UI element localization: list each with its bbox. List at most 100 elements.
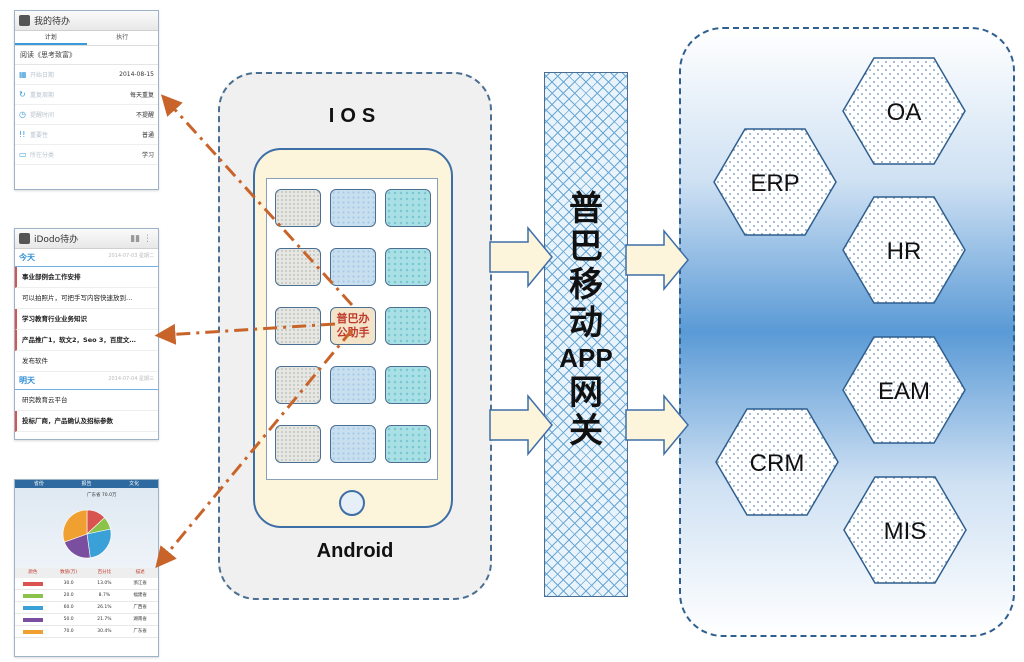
todo-titlebar: 我的待办	[15, 11, 158, 31]
system-label: MIS	[884, 518, 927, 545]
todo-row[interactable]: !!重要性普通	[15, 125, 158, 145]
todo-row[interactable]: ▭所在分类学习	[15, 145, 158, 165]
app-icon-label: 普巴办	[336, 312, 370, 325]
idodo-titlebar: iDodo待办 ▮▮ ⋮	[15, 229, 158, 249]
list-item[interactable]: 投标厂商，产品确认及招标参数	[15, 411, 158, 432]
table-cell: 21.7%	[97, 617, 112, 622]
system-hexagon-oa: OA	[842, 57, 966, 165]
list-item[interactable]: 学习教育行业业务知识	[15, 309, 158, 330]
system-label: ERP	[750, 170, 799, 197]
color-swatch	[15, 626, 51, 637]
table-cell: 浙江省	[133, 581, 147, 586]
system-label: HR	[887, 238, 922, 265]
tab-culture[interactable]: 文化	[129, 481, 140, 487]
gateway-label-char: 普	[569, 189, 603, 229]
gateway-label-char: 关	[569, 411, 603, 451]
todo-subject: 阅读《思考致富》	[15, 46, 158, 65]
home-button[interactable]	[339, 490, 365, 516]
system-hexagon-eam: EAM	[842, 336, 966, 444]
system-label: EAM	[878, 378, 930, 405]
table-cell: 70.0	[63, 629, 74, 634]
color-swatch	[15, 578, 51, 589]
block-arrow-device-gateway-bottom	[489, 393, 553, 457]
pie-chart	[62, 509, 112, 559]
calendar-icon: ▦	[19, 69, 27, 79]
app-tile[interactable]	[330, 189, 376, 227]
android-label: Android	[316, 540, 394, 562]
app-tile[interactable]	[330, 425, 376, 463]
table-cell: 50.0	[63, 617, 74, 622]
arrow-to-todo	[160, 94, 354, 307]
report-table-header: 颜色 数值(万) 百分比 描述	[15, 568, 158, 578]
idodo-title: iDodo待办	[34, 235, 79, 245]
app-tile[interactable]	[275, 189, 321, 227]
app-tile[interactable]	[275, 425, 321, 463]
ios-label: IOS	[328, 105, 382, 127]
app-tile[interactable]	[330, 366, 376, 404]
app-icon	[19, 233, 30, 244]
list-item[interactable]: 研究教育云平台	[15, 390, 158, 411]
tab-province[interactable]: 省份	[33, 481, 44, 487]
pie-slice	[62, 509, 88, 543]
report-tabs: 省份 报告 文化	[15, 480, 158, 488]
gateway-label-char: APP	[559, 343, 613, 373]
system-hexagon-erp: ERP	[713, 128, 837, 236]
table-cell: 30.4%	[97, 629, 112, 634]
system-hexagon-mis: MIS	[843, 476, 967, 584]
gateway-label-char: 移	[569, 265, 603, 305]
app-tile[interactable]	[385, 189, 431, 227]
color-swatch	[15, 614, 51, 625]
color-swatch	[15, 602, 51, 613]
gateway-column	[544, 72, 628, 597]
clock-icon: ◷	[19, 109, 26, 119]
menu-icon[interactable]: ▮▮ ⋮	[130, 233, 152, 244]
table-cell: 广东省	[133, 629, 147, 634]
list-item[interactable]: 产品推广1，软文2，Seo 3，百度文…	[15, 330, 158, 351]
app-tile[interactable]	[385, 307, 431, 345]
tab-report[interactable]: 报告	[81, 481, 92, 487]
table-cell: 20.0	[63, 593, 74, 598]
arrow-to-idodo	[154, 322, 336, 345]
todo-tabs: 计划 执行	[15, 31, 158, 46]
tab-execute[interactable]: 执行	[116, 34, 129, 41]
table-cell: 8.7%	[98, 593, 111, 598]
repeat-icon: ↻	[19, 89, 26, 99]
app-tile[interactable]	[275, 248, 321, 286]
app-tile[interactable]	[385, 425, 431, 463]
list-item[interactable]: 发布软件	[15, 351, 158, 372]
list-item[interactable]: 事业部例会工作安排	[15, 267, 158, 288]
app-icon-label: 公助手	[336, 326, 370, 339]
app-tile[interactable]	[275, 366, 321, 404]
todo-title: 我的待办	[34, 17, 71, 27]
todo-row[interactable]: ↻重复周期每天重复	[15, 85, 158, 105]
color-swatch	[15, 590, 51, 601]
system-label: OA	[887, 99, 922, 126]
arrow-to-report	[155, 329, 354, 569]
app-tile[interactable]	[385, 248, 431, 286]
app-tile[interactable]	[385, 366, 431, 404]
gateway-label-char: 网	[569, 373, 603, 413]
todo-row[interactable]: ◷提醒时间不提醒	[15, 105, 158, 125]
app-tile[interactable]	[330, 248, 376, 286]
table-row[interactable]: 70.0 30.4% 广东省	[15, 626, 158, 638]
list-item[interactable]: 可以拍照片，可把手写内容快速放到…	[15, 288, 158, 309]
pie-chart-area: 广东省 70.0万	[15, 488, 158, 568]
table-cell: 福建省	[133, 593, 147, 598]
tab-plan[interactable]: 计划	[15, 31, 87, 45]
table-cell: 13.0%	[97, 581, 112, 586]
app-icon-tile[interactable]: 普巴办公助手	[330, 307, 376, 345]
block-arrow-gateway-systems-top	[625, 228, 689, 292]
app-icon	[19, 15, 30, 26]
table-row[interactable]: 20.0 8.7% 福建省	[15, 590, 158, 602]
